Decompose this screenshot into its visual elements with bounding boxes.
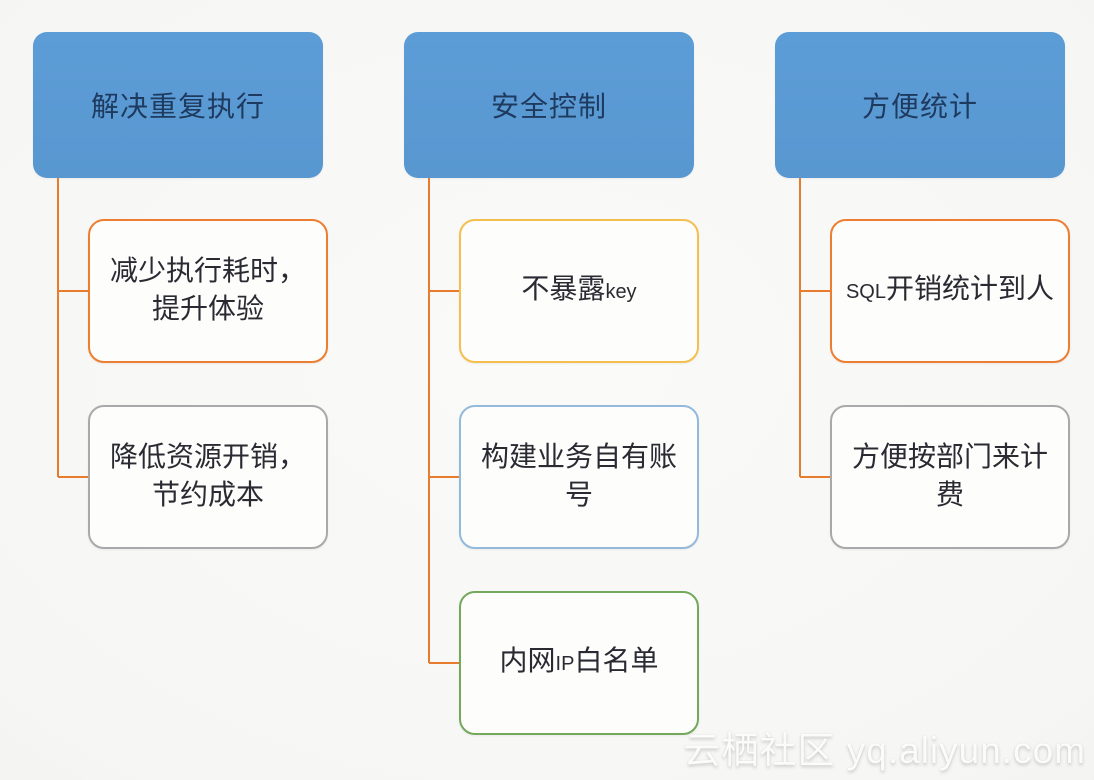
child-text-main: 白名单 xyxy=(574,646,659,677)
connector-horizontal-line xyxy=(429,662,460,664)
header-box: 安全控制 xyxy=(404,32,694,178)
connector-horizontal-line xyxy=(429,290,460,292)
child-box: 内网IP白名单 xyxy=(459,591,699,735)
header-box: 方便统计 xyxy=(775,32,1065,178)
child-text: SQL开销统计到人 xyxy=(838,271,1062,311)
connector-vertical-line xyxy=(428,178,430,663)
header-label: 安全控制 xyxy=(490,92,607,123)
child-text-latin: key xyxy=(605,281,637,303)
connector-horizontal-line xyxy=(58,476,89,478)
column-security-control: 安全控制 不暴露key 构建业务自有账 号 内网IP白名单 xyxy=(404,0,704,780)
child-text: 降低资源开销， 节约成本 xyxy=(102,439,314,515)
child-box: 不暴露key xyxy=(459,219,699,363)
child-text: 构建业务自有账 号 xyxy=(473,439,685,515)
connector-vertical-line xyxy=(799,178,801,477)
column-easy-statistics: 方便统计 SQL开销统计到人 方便按部门来计 费 xyxy=(775,0,1075,780)
child-line: 构建业务自有账 xyxy=(480,442,677,473)
child-line: 降低资源开销， xyxy=(109,442,306,473)
connector-vertical-line xyxy=(57,178,59,477)
header-label: 解决重复执行 xyxy=(90,92,265,123)
child-box: 降低资源开销， 节约成本 xyxy=(88,405,328,549)
child-text-main: 内网 xyxy=(499,646,556,677)
child-text: 内网IP白名单 xyxy=(492,643,667,683)
child-line: 减少执行耗时， xyxy=(109,256,306,287)
header-label: 方便统计 xyxy=(861,92,978,123)
child-line: 节约成本 xyxy=(151,480,264,511)
child-text: 不暴露key xyxy=(513,271,644,311)
connector-horizontal-line xyxy=(429,476,460,478)
watermark: 云栖社区 yq.aliyun.com xyxy=(683,730,1086,771)
child-box: 方便按部门来计 费 xyxy=(830,405,1070,549)
child-text-latin: IP xyxy=(555,653,575,675)
child-line: 费 xyxy=(935,480,964,511)
connector-horizontal-line xyxy=(58,290,89,292)
column-solve-duplicate-execution: 解决重复执行 减少执行耗时， 提升体验 降低资源开销， 节约成本 xyxy=(33,0,333,780)
child-text: 减少执行耗时， 提升体验 xyxy=(102,253,314,329)
child-line: 号 xyxy=(564,480,593,511)
child-box: 构建业务自有账 号 xyxy=(459,405,699,549)
connector-horizontal-line xyxy=(800,290,831,292)
child-line: 方便按部门来计 xyxy=(851,442,1048,473)
child-text-latin: SQL xyxy=(845,281,886,303)
child-box: 减少执行耗时， 提升体验 xyxy=(88,219,328,363)
child-text-main: 不暴露 xyxy=(521,274,606,305)
child-text-main: 开销统计到人 xyxy=(886,274,1055,305)
child-text: 方便按部门来计 费 xyxy=(844,439,1056,515)
child-line: 提升体验 xyxy=(151,294,264,325)
child-box: SQL开销统计到人 xyxy=(830,219,1070,363)
connector-horizontal-line xyxy=(800,476,831,478)
header-box: 解决重复执行 xyxy=(33,32,323,178)
